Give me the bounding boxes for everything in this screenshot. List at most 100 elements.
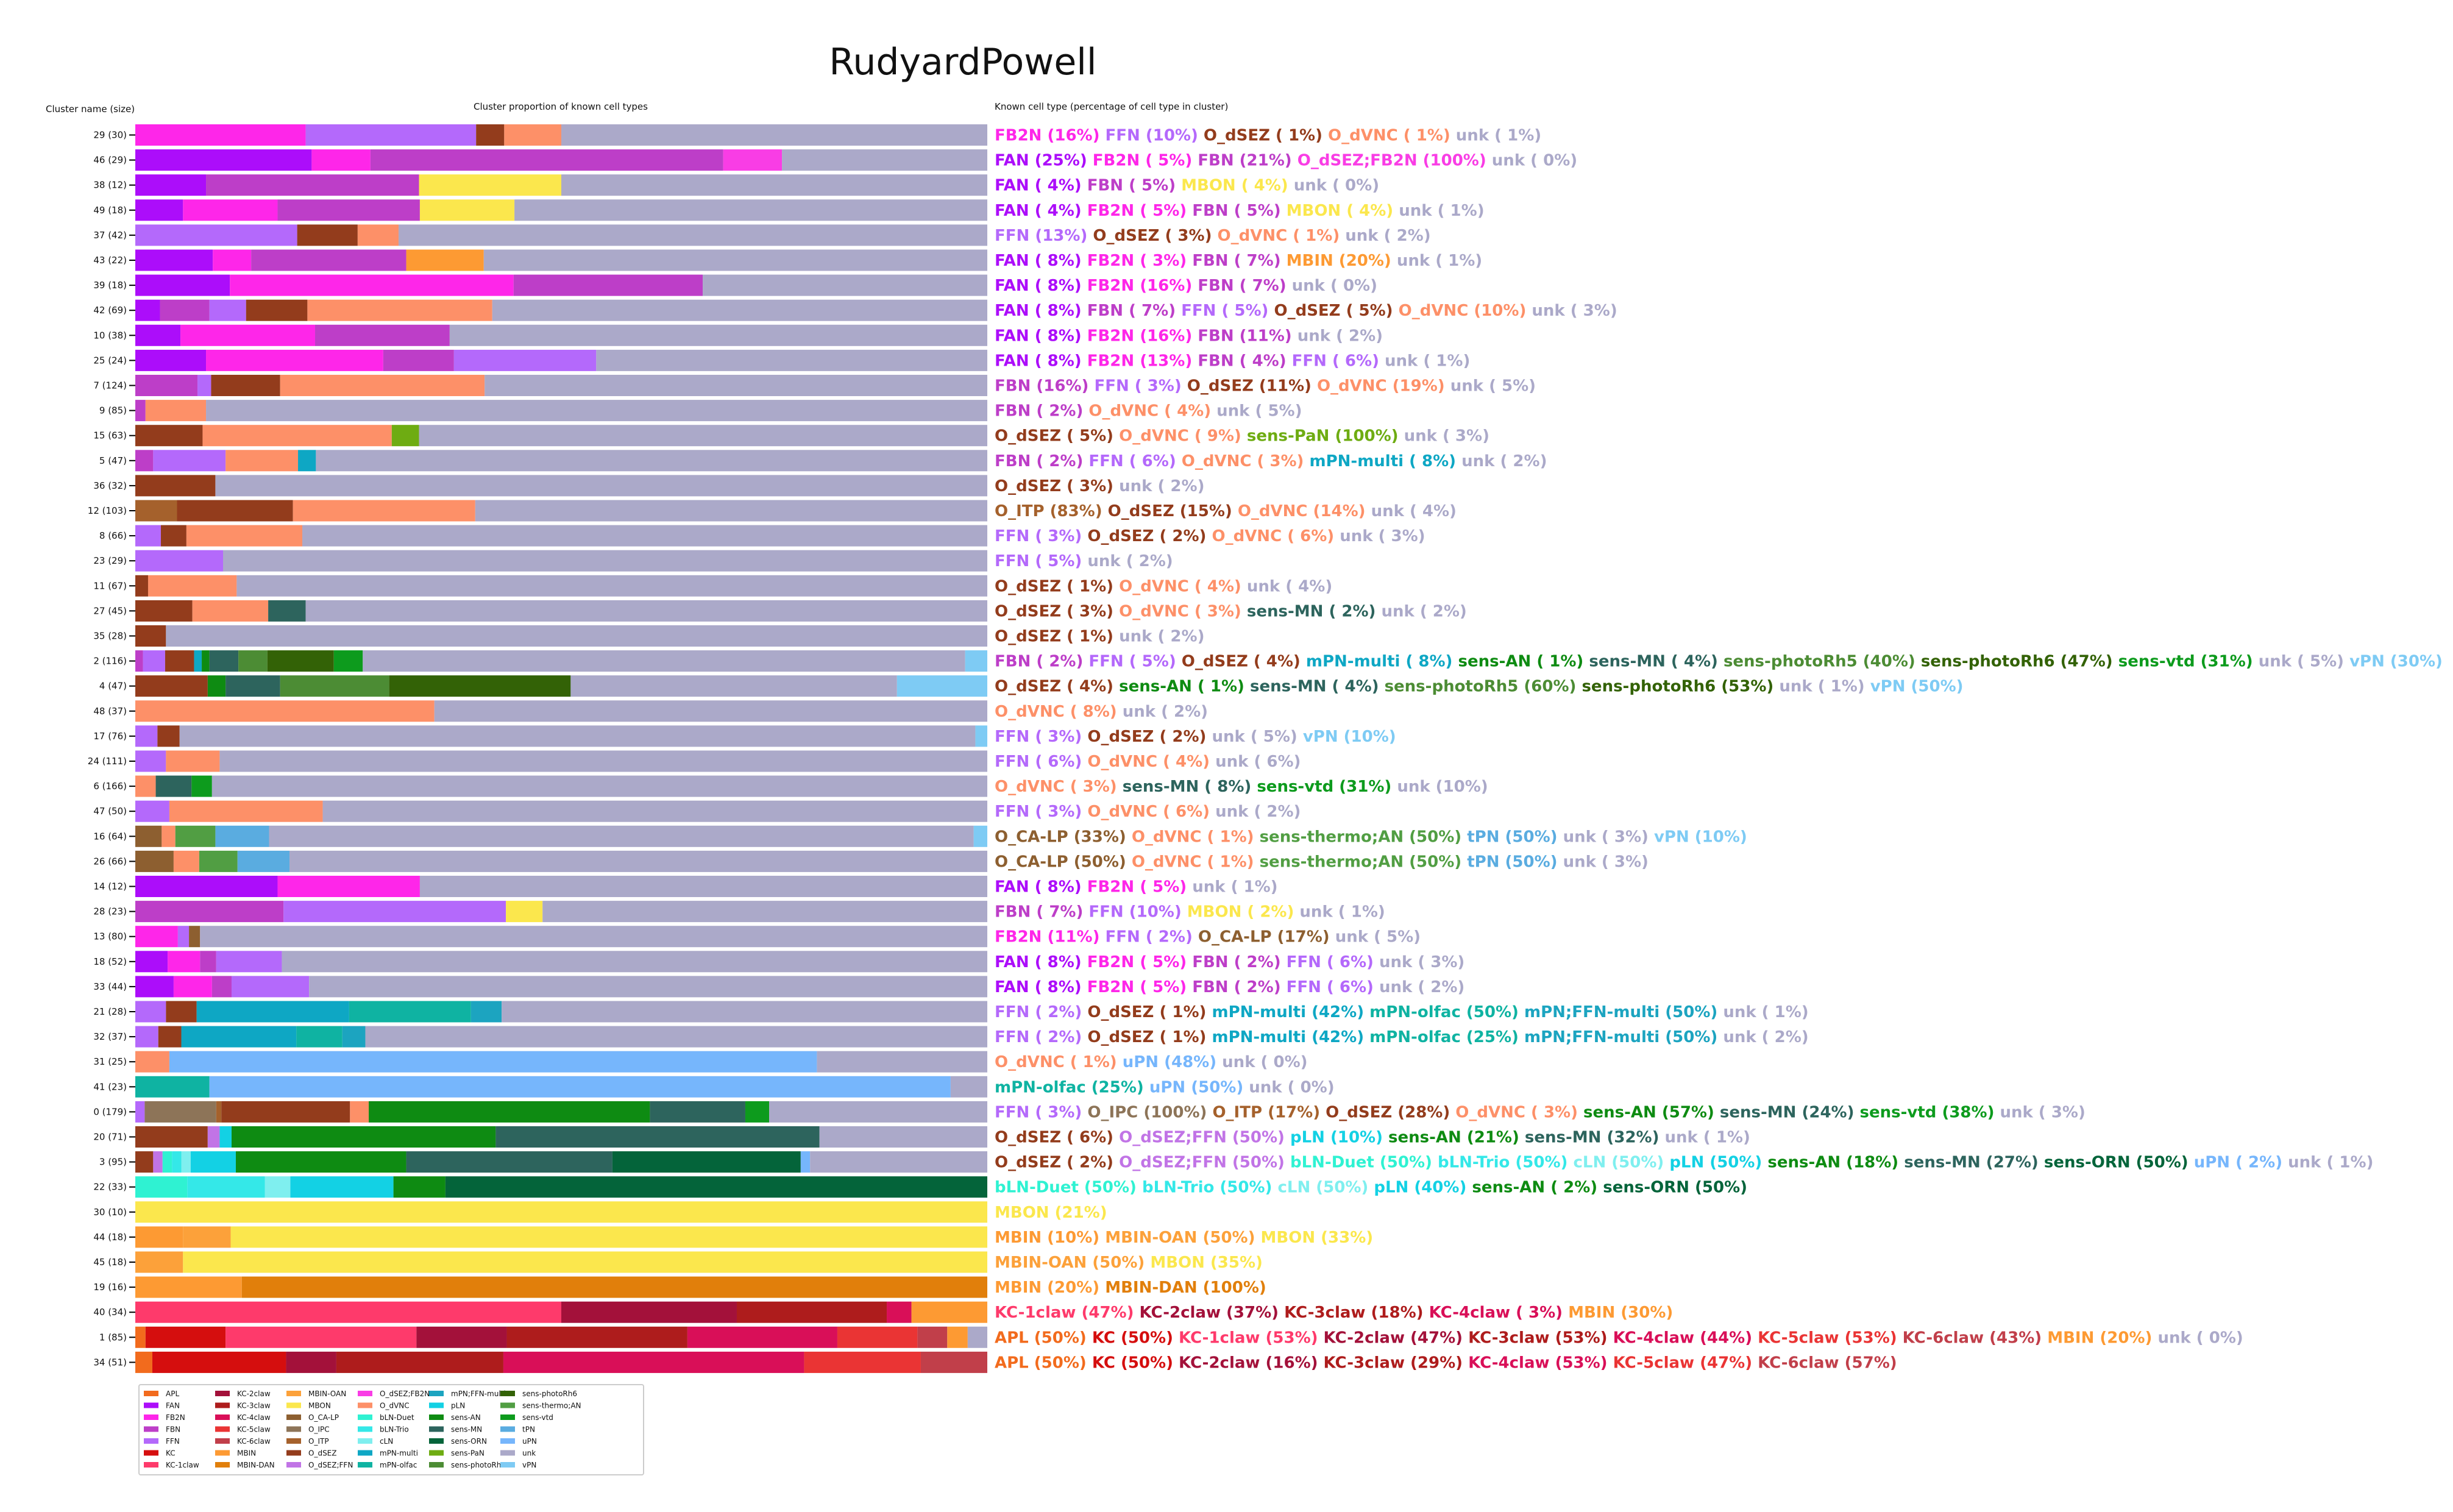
legend-label: O_ITP — [308, 1437, 329, 1446]
legend-label: MBIN-OAN — [308, 1390, 346, 1398]
row-annotation: FAN ( 8%) FB2N ( 5%) FBN ( 2%) FFN ( 6%)… — [995, 953, 1464, 971]
annotation-item: bLN-Duet (50%) — [1285, 1154, 1432, 1172]
bar-segment — [209, 299, 246, 321]
bar-segment — [144, 1101, 216, 1123]
annotation-item: FFN ( 5%) — [995, 552, 1082, 570]
bar-segment — [307, 299, 492, 321]
annotation-item: pLN (50%) — [1664, 1154, 1762, 1172]
bar-segment — [453, 349, 597, 371]
annotation-item: unk ( 6%) — [1210, 753, 1301, 771]
annotation-item: O_dSEZ ( 3%) — [995, 477, 1113, 495]
annotation-item: sens-vtd (38%) — [1854, 1103, 1994, 1121]
bar-segment — [391, 425, 419, 447]
annotation-item: uPN (48%) — [1117, 1053, 1216, 1071]
bar-segment — [192, 600, 269, 622]
bar-segment — [965, 650, 987, 672]
bar-segment — [419, 199, 515, 221]
legend-swatch — [358, 1462, 372, 1468]
bar-segment — [350, 1101, 369, 1123]
row-annotation: FAN (25%) FB2N ( 5%) FBN (21%) O_dSEZ;FB… — [995, 152, 1577, 170]
annotation-item: FFN ( 6%) — [1281, 953, 1374, 971]
bar-segment — [219, 750, 988, 772]
annotation-item: O_dSEZ (11%) — [1182, 377, 1312, 396]
annotation-item: KC-6claw (43%) — [1897, 1329, 2042, 1347]
legend-swatch — [215, 1414, 230, 1420]
bar-segment — [135, 274, 230, 296]
annotation-item: unk ( 0%) — [1287, 277, 1377, 295]
bar-segment — [561, 174, 987, 196]
legend-swatch — [500, 1402, 515, 1408]
header-cluster-proportion: Cluster proportion of known cell types — [474, 101, 648, 112]
bar-segment — [267, 650, 334, 672]
bar-segment — [158, 1026, 182, 1048]
annotation-item: FB2N ( 5%) — [1082, 202, 1187, 220]
annotation-item: unk ( 0%) — [1216, 1053, 1307, 1071]
bar-segment — [283, 901, 506, 923]
annotation-item: sens-photoRh5 (60%) — [1379, 678, 1577, 696]
row-label: 34 (51) — [93, 1357, 127, 1368]
annotation-item: bLN-Duet (50%) — [995, 1179, 1137, 1197]
bar-segment — [153, 1151, 163, 1173]
bar-segment — [369, 1101, 650, 1123]
annotation-item: FFN ( 2%) — [995, 1028, 1082, 1046]
annotation-item: FB2N (16%) — [1082, 277, 1193, 295]
annotation-item: MBIN (20%) — [995, 1279, 1099, 1297]
annotation-item: FAN ( 8%) — [995, 302, 1082, 320]
bar-segment — [277, 199, 420, 221]
annotation-item: cLN (50%) — [1567, 1154, 1664, 1172]
row-label: 23 (29) — [93, 555, 127, 566]
bar-segment — [181, 1151, 191, 1173]
legend-label: O_CA-LP — [308, 1413, 339, 1422]
annotation-item: O_dSEZ ( 1%) — [1082, 1003, 1206, 1021]
bar-segment — [268, 600, 306, 622]
bar-segment — [145, 1326, 226, 1348]
annotation-item: KC-6claw (57%) — [1752, 1354, 1897, 1372]
row-label: 16 (64) — [93, 831, 127, 842]
bar-segment — [207, 675, 226, 697]
bar-segment — [135, 1051, 169, 1073]
bar-segment — [238, 650, 268, 672]
legend-label: O_IPC — [308, 1425, 330, 1434]
annotation-item: unk ( 5%) — [1445, 377, 1536, 396]
annotation-item: FBN ( 5%) — [1082, 177, 1176, 195]
bar-segment — [135, 349, 207, 371]
bar-segment — [485, 375, 987, 396]
bar-segment — [967, 1326, 987, 1348]
annotation-item: O_dSEZ ( 6%) — [995, 1129, 1113, 1147]
annotation-item: sens-ORN (50%) — [1597, 1179, 1747, 1197]
annotation-item: unk ( 1%) — [1773, 678, 1864, 696]
row-label: 26 (66) — [93, 856, 127, 867]
bar-segment — [302, 525, 987, 547]
annotation-item: mPN;FFN-multi (50%) — [1519, 1028, 1717, 1046]
row-label: 38 (12) — [93, 180, 127, 191]
header-cluster-name: Cluster name (size) — [46, 104, 135, 115]
row-annotation: FFN ( 3%) O_dSEZ ( 2%) O_dVNC ( 6%) unk … — [995, 527, 1425, 545]
legend-label: KC-3claw — [237, 1402, 271, 1410]
row-label: 15 (63) — [93, 430, 127, 441]
bar-segment — [503, 1351, 804, 1373]
row-label: 43 (22) — [93, 255, 127, 266]
bar-segment — [819, 1126, 987, 1148]
legend-swatch — [215, 1391, 230, 1396]
annotation-item: FBN (21%) — [1192, 152, 1291, 170]
row-annotation: FAN ( 8%) FB2N (16%) FBN (11%) unk ( 2%) — [995, 327, 1383, 345]
bar-segment — [920, 1351, 987, 1373]
annotation-item: sens-MN ( 8%) — [1117, 778, 1252, 796]
annotation-item: MBIN (20%) — [1281, 252, 1391, 270]
annotation-item: mPN-olfac (25%) — [1364, 1028, 1519, 1046]
annotation-item: unk ( 3%) — [1558, 828, 1649, 846]
annotation-item: KC-2claw (16%) — [1173, 1354, 1318, 1372]
annotation-item: FFN ( 6%) — [995, 753, 1082, 771]
bar-segment — [135, 1101, 145, 1123]
legend-frame — [138, 1384, 644, 1475]
bar-segment — [251, 249, 406, 271]
annotation-item: unk ( 1%) — [2282, 1154, 2373, 1172]
row-annotation: O_dSEZ ( 4%) sens-AN ( 1%) sens-MN ( 4%)… — [995, 678, 1964, 696]
bar-segment — [736, 1301, 887, 1323]
bar-segment — [277, 876, 420, 897]
bar-segment — [349, 1001, 471, 1023]
annotation-item: unk ( 1%) — [1294, 903, 1385, 921]
bar-segment — [745, 1101, 770, 1123]
annotation-item: O_dVNC ( 1%) — [1126, 853, 1254, 871]
bar-segment — [406, 249, 484, 271]
